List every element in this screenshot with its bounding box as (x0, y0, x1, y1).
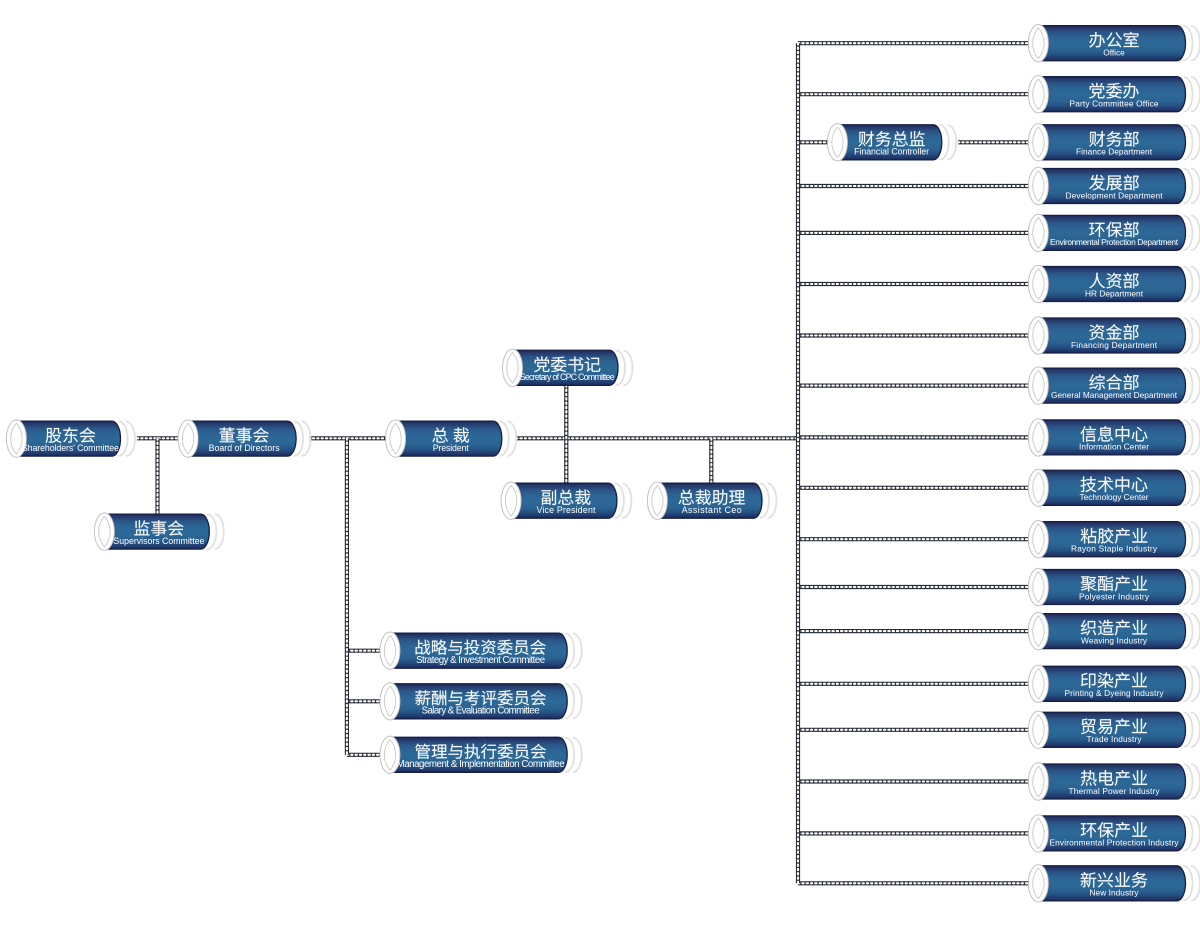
svg-text:Financial Controller: Financial Controller (854, 147, 929, 157)
svg-text:Environmental Protection Depar: Environmental Protection Department (1050, 237, 1179, 247)
svg-text:Environmental Protection Indus: Environmental Protection Industry (1050, 838, 1180, 848)
svg-text:Secretary of CPC Committee: Secretary of CPC Committee (520, 372, 615, 382)
svg-text:General Management Department: General Management Department (1051, 390, 1178, 400)
svg-text:Technology Center: Technology Center (1080, 492, 1149, 502)
svg-text:Information Center: Information Center (1079, 442, 1149, 452)
svg-text:President: President (433, 443, 470, 453)
svg-text:Supervisors Committee: Supervisors Committee (113, 536, 204, 546)
svg-text:Trade Industry: Trade Industry (1087, 734, 1143, 744)
svg-text:Finance Department: Finance Department (1076, 147, 1153, 157)
svg-text:Office: Office (1103, 48, 1125, 58)
svg-text:Salary & Evaluation Committee: Salary & Evaluation Committee (422, 706, 540, 717)
svg-text:Polyester Industry: Polyester Industry (1079, 591, 1150, 601)
svg-text:Thermal Power Industry: Thermal Power Industry (1069, 786, 1161, 796)
svg-text:HR Department: HR Department (1085, 288, 1144, 298)
svg-text:Weaving Industry: Weaving Industry (1081, 635, 1148, 645)
svg-text:Shareholders' Committee: Shareholders' Committee (22, 443, 119, 453)
svg-text:Printing & Dyeing Industry: Printing & Dyeing Industry (1065, 688, 1165, 698)
svg-text:Party Committee Office: Party Committee Office (1070, 99, 1159, 109)
svg-text:Board of Directors: Board of Directors (209, 443, 281, 453)
svg-text:Vice President: Vice President (537, 505, 597, 515)
svg-text:Rayon Staple Industry: Rayon Staple Industry (1071, 544, 1158, 554)
svg-text:Assistant Ceo: Assistant Ceo (682, 505, 742, 515)
svg-text:Development Department: Development Department (1066, 190, 1164, 200)
svg-text:Strategy & Investment Committe: Strategy & Investment Committee (416, 655, 545, 666)
svg-text:Financing Department: Financing Department (1071, 340, 1158, 350)
svg-text:Management & Implementation Co: Management & Implementation Committee (397, 759, 565, 770)
svg-text:New Industry: New Industry (1090, 888, 1140, 898)
